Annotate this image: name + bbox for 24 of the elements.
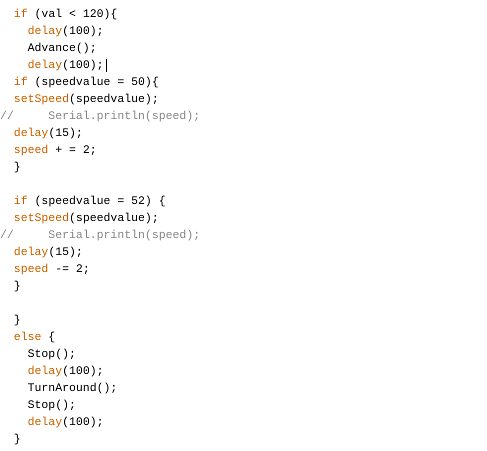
code-comment: // Serial.println(speed); [0, 228, 200, 244]
code-line: Advance(); [28, 41, 97, 57]
code-line: } [14, 432, 21, 448]
code-comment: // Serial.println(speed); [0, 109, 200, 125]
code-line: } [14, 279, 21, 295]
code-line: speed -= 2; [14, 262, 90, 278]
code-line: delay(100); [28, 58, 104, 74]
code-line: TurnAround(); [28, 381, 118, 397]
code-line: setSpeed(speedvalue); [14, 211, 159, 227]
code-line: delay(15); [14, 245, 83, 261]
code-line: Stop(); [28, 398, 76, 414]
code-line: Stop(); [28, 347, 76, 363]
code-line: } [14, 160, 21, 176]
code-line: if (speedvalue = 52) { [14, 194, 166, 210]
code-line: delay(100); [28, 415, 104, 431]
code-line: delay(100); [28, 364, 104, 380]
code-line: if (val < 120){ [14, 7, 118, 23]
code-line: delay(100); [28, 24, 104, 40]
code-line: } [14, 313, 21, 329]
code-line: delay(15); [14, 126, 83, 142]
code-line: else { [14, 330, 56, 346]
code-line: speed + = 2; [14, 143, 97, 159]
code-line: setSpeed(speedvalue); [14, 92, 159, 108]
code-line: if (speedvalue = 50){ [14, 75, 159, 91]
